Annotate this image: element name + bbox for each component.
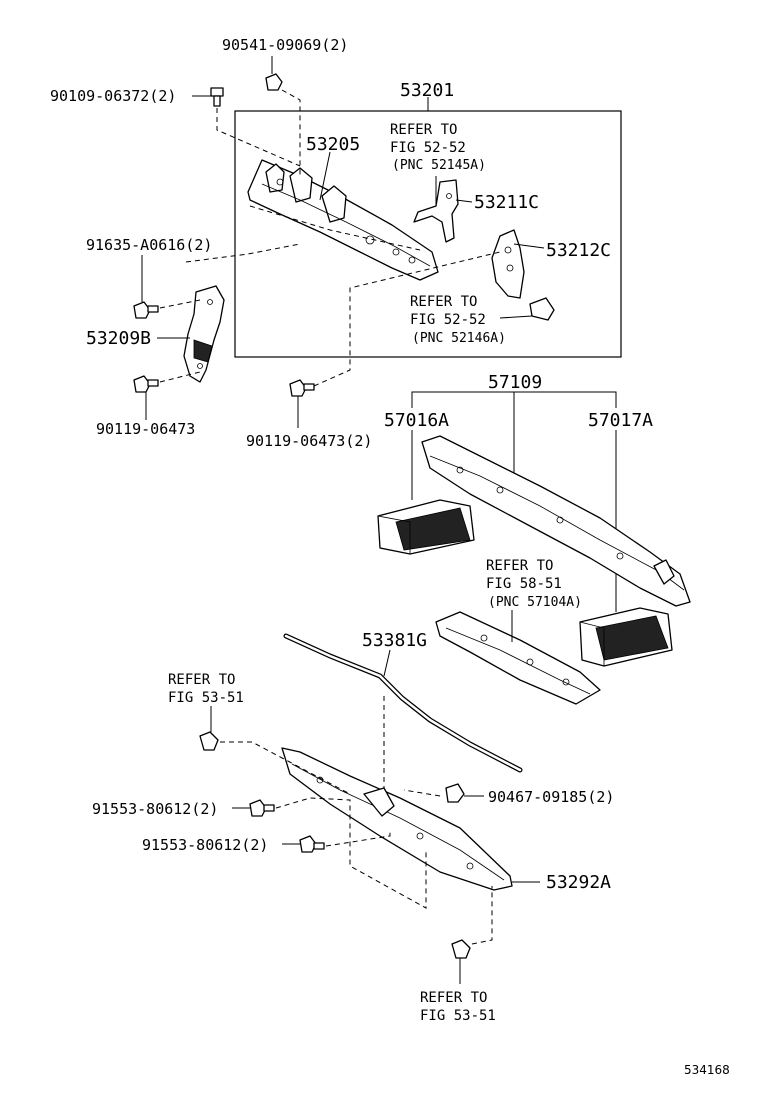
clip-ref-53-51-top [199,706,219,751]
label-90119-right: 90119-06473(2) [246,432,372,450]
ref1-line2: FIG 52-52 [390,140,466,156]
label-90119-left: 90119-06473 [96,420,195,438]
ref5-line2: FIG 53-51 [420,1008,496,1024]
label-53201: 53201 [400,80,454,101]
radiator-support-upper-53205 [247,151,439,281]
ref4-line1: REFER TO [168,672,235,688]
bolt-90119-right [289,379,315,428]
ref1-line3: (PNC 52145A) [392,158,486,173]
label-91553-b: 91553-80612(2) [142,836,268,854]
bracket-53209b [157,285,225,383]
panel-57104a [435,611,601,705]
clip-ref-53-51-bottom [451,939,471,984]
bolt-91635 [133,255,159,319]
label-57016a: 57016A [384,410,449,431]
label-53205: 53205 [306,134,360,155]
label-53209b: 53209B [86,328,151,349]
crossmember-57109 [421,435,691,607]
label-90109: 90109-06372(2) [50,87,176,105]
extension-57017a [579,607,673,667]
bolt-91553-b [282,835,325,853]
ref3-line1: REFER TO [486,558,553,574]
label-53212c: 53212C [546,240,611,261]
cover-53292a [281,747,540,891]
label-91553-a: 91553-80612(2) [92,800,218,818]
diagram-code: 534168 [684,1063,730,1077]
extension-57016a [377,499,475,555]
label-53381g: 53381G [362,630,427,651]
ref4-line2: FIG 53-51 [168,690,244,706]
label-90541: 90541-09069(2) [222,36,348,54]
label-90467: 90467-09185(2) [488,788,614,806]
label-91635: 91635-A0616(2) [86,236,212,254]
ref3-line2: FIG 58-51 [486,576,562,592]
clip-90467 [445,783,484,803]
ref5-line1: REFER TO [420,990,487,1006]
seal-53381g [283,633,523,773]
label-57017a: 57017A [588,410,653,431]
label-57109: 57109 [488,372,542,393]
bolt-90119-left [133,375,159,420]
ref2-line3: (PNC 52146A) [412,331,506,346]
label-53211c: 53211C [474,192,539,213]
ref2-line1: REFER TO [410,294,477,310]
bracket-53211c [413,176,473,243]
ref2-line2: FIG 52-52 [410,312,486,328]
bolt-91553-a [232,799,275,817]
nut-90541 [265,56,283,91]
bolt-90109 [192,87,224,107]
ref3-line3: (PNC 57104A) [488,595,582,610]
bracket-53212c [491,229,555,321]
ref1-line1: REFER TO [390,122,457,138]
label-53292a: 53292A [546,872,611,893]
